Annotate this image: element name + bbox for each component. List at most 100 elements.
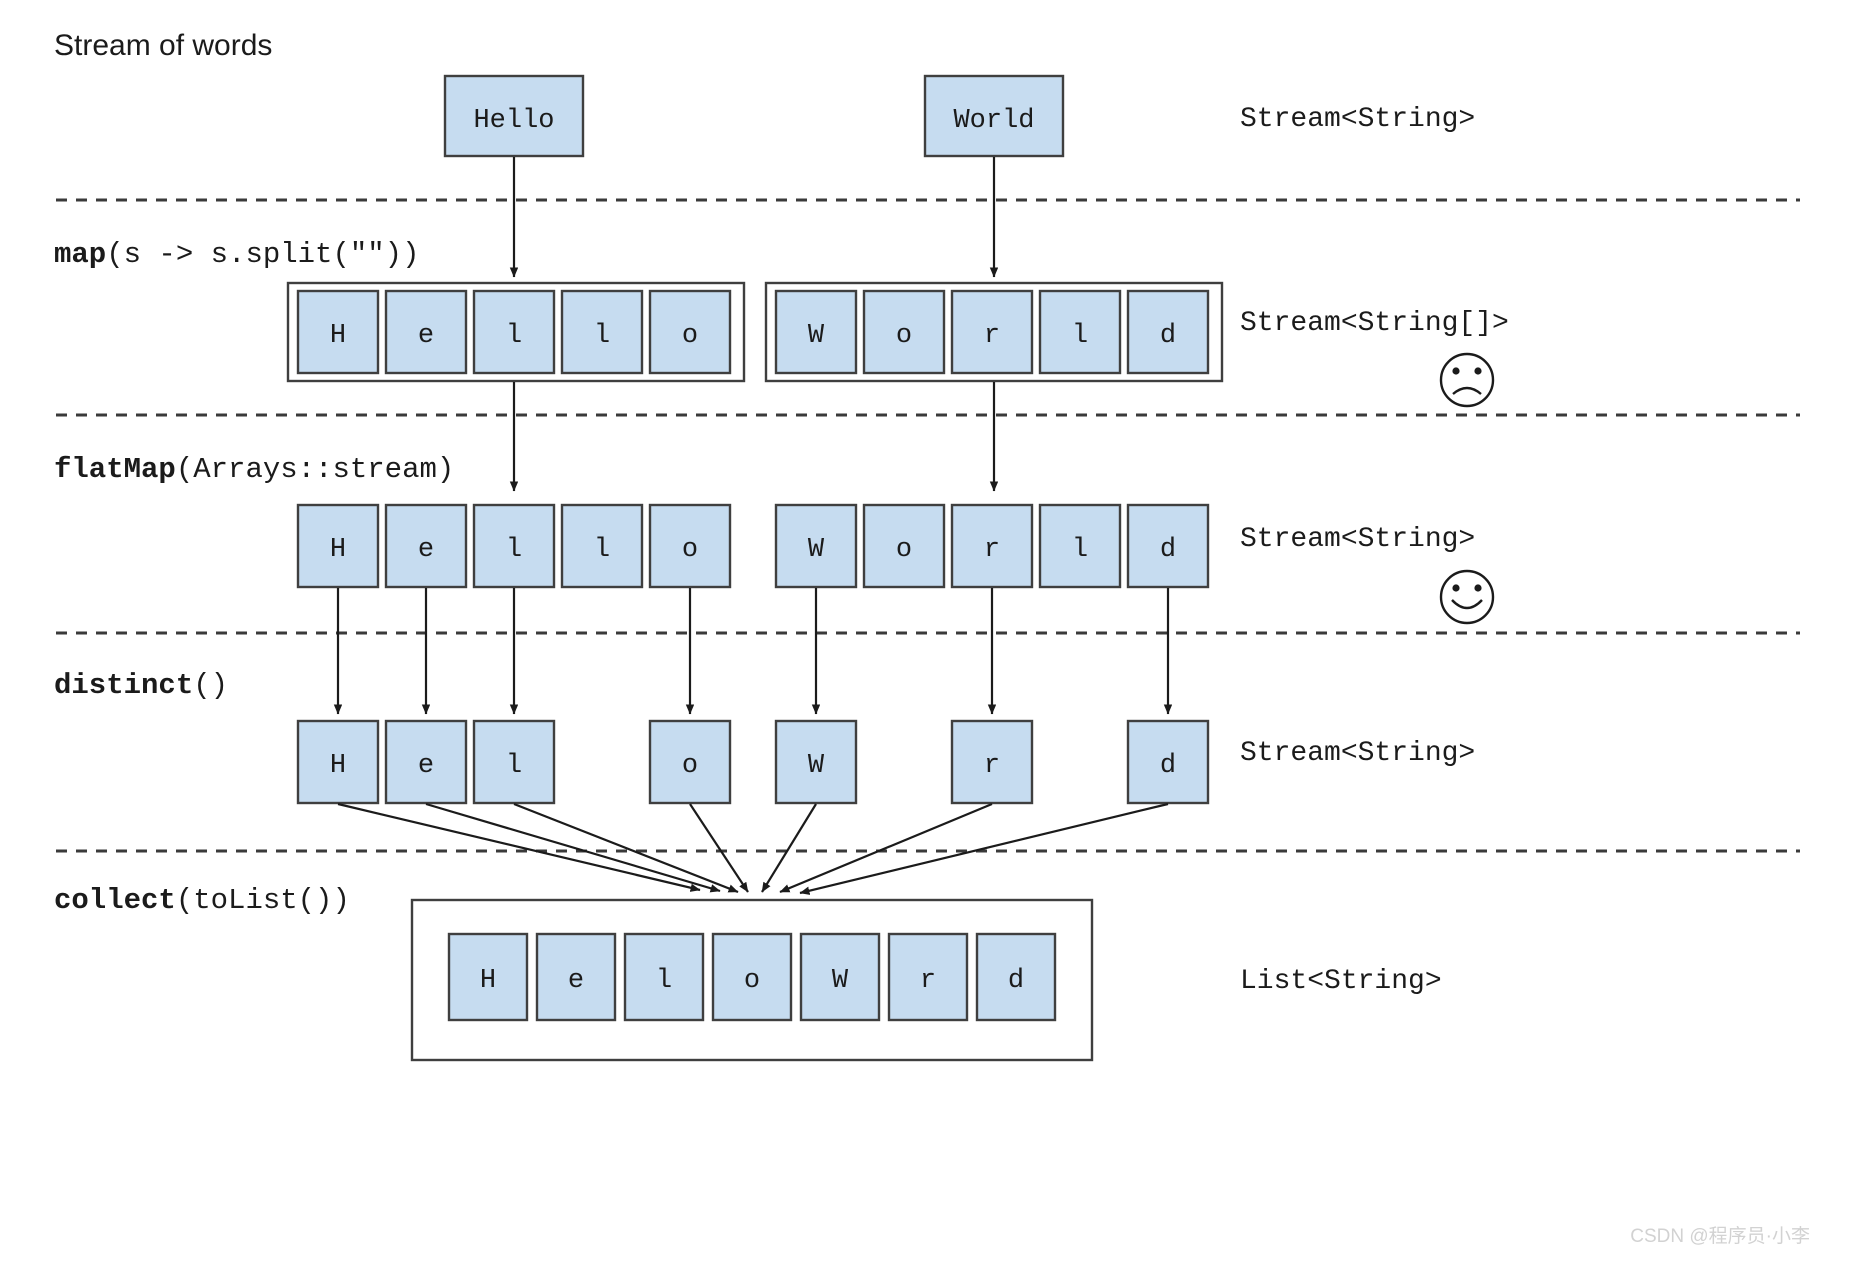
smiley-face-icon (1439, 569, 1495, 625)
cell-box (623, 932, 705, 1022)
cell-label: l (506, 535, 522, 565)
cell-label: d (1160, 751, 1176, 781)
cell-box (887, 932, 969, 1022)
cell-box (535, 932, 617, 1022)
collect-converging-arrows (337, 802, 1169, 895)
type-label-distinct: Stream<String> (1240, 738, 1475, 769)
type-label-source: Stream<String> (1240, 104, 1475, 135)
cell-box (1038, 289, 1122, 375)
cell-label: e (568, 966, 584, 996)
cell-label: e (418, 321, 434, 351)
flatmap-row: H e l l o W o r l d Stream<String> (296, 503, 1495, 625)
cell-box (472, 719, 556, 805)
cell-box (711, 932, 793, 1022)
cell-label: d (1160, 535, 1176, 565)
cell-box (648, 503, 732, 589)
cell-box (1126, 503, 1210, 589)
cell-box (648, 719, 732, 805)
operation-name-flatmap: flatMap (54, 453, 176, 486)
cell-label: e (418, 751, 434, 781)
cell-box (774, 503, 858, 589)
cell-label: d (1160, 321, 1176, 351)
cell-label: W (808, 321, 825, 351)
collect-arrow-H (337, 802, 701, 892)
cell-label: H (330, 535, 346, 565)
cell-label: r (920, 966, 936, 996)
cell-label: o (682, 535, 698, 565)
cell-box (774, 289, 858, 375)
cell-label: e (418, 535, 434, 565)
collect-row: H e l o W r d List<String> (410, 898, 1442, 1062)
cell-label: H (330, 321, 346, 351)
operation-name-collect: collect (54, 884, 176, 917)
cell-label: l (1072, 535, 1088, 565)
type-label-map: Stream<String[]> (1240, 308, 1509, 339)
cell-box (384, 503, 468, 589)
cell-box (296, 719, 380, 805)
type-label-collect: List<String> (1240, 966, 1442, 997)
collect-arrow-o (689, 803, 749, 893)
cell-label: H (330, 751, 346, 781)
cell-label: o (682, 321, 698, 351)
cell-label: W (808, 751, 825, 781)
cell-label: l (656, 966, 672, 996)
cell-label: W (808, 535, 825, 565)
cell-box (774, 719, 858, 805)
operation-label-collect: collect(toList()) (54, 884, 350, 917)
cell-box (384, 719, 468, 805)
operation-args-map: (s -> s.split("")) (106, 238, 419, 271)
cell-box (1126, 289, 1210, 375)
cell-box (950, 503, 1034, 589)
collect-arrow-d (799, 802, 1169, 895)
distinct-row: H e l o W r d Stream<String> (296, 719, 1475, 805)
cell-label: l (594, 321, 610, 351)
cell-box (1038, 503, 1122, 589)
cell-box (799, 932, 881, 1022)
cell-label: o (744, 966, 760, 996)
cell-box (950, 289, 1034, 375)
cell-label: W (832, 966, 849, 996)
cell-box (950, 719, 1034, 805)
source-row: Hello World Stream<String> (443, 74, 1475, 158)
word-box-world (923, 74, 1065, 158)
cell-label: l (1072, 321, 1088, 351)
cell-label: H (480, 966, 496, 996)
cell-box (560, 503, 644, 589)
operation-label-flatmap: flatMap(Arrays::stream) (54, 453, 454, 486)
word-label-world: World (953, 106, 1034, 136)
sad-face-icon (1439, 352, 1495, 408)
collect-arrow-W (761, 803, 817, 893)
cell-box (975, 932, 1057, 1022)
cell-box (472, 503, 556, 589)
cell-box (862, 503, 946, 589)
cell-label: l (594, 535, 610, 565)
cell-label: r (984, 751, 1000, 781)
cell-label: l (506, 751, 522, 781)
page-title: Stream of words (54, 29, 272, 62)
cell-box (447, 932, 529, 1022)
cell-box (648, 289, 732, 375)
watermark: CSDN @程序员·小李 (1630, 1225, 1810, 1247)
map-row: H e l l o W o r l d Stream<String[]> (286, 281, 1509, 408)
cell-label: l (506, 321, 522, 351)
operation-label-distinct: distinct() (54, 669, 228, 702)
operation-args-collect: (toList()) (176, 884, 350, 917)
collect-arrow-r (779, 802, 993, 894)
type-label-flatmap: Stream<String> (1240, 524, 1475, 555)
operation-args-distinct: () (193, 669, 228, 702)
word-label-hello: Hello (473, 106, 554, 136)
cell-label: o (682, 751, 698, 781)
cell-label: r (984, 321, 1000, 351)
cell-box (296, 503, 380, 589)
operation-args-flatmap: (Arrays::stream) (176, 453, 454, 486)
collect-arrow-e (425, 802, 721, 893)
cell-box (560, 289, 644, 375)
cell-label: d (1008, 966, 1024, 996)
operation-name-map: map (54, 238, 106, 271)
cell-box (384, 289, 468, 375)
cell-box (862, 289, 946, 375)
collect-arrow-l (513, 802, 739, 894)
operation-label-map: map(s -> s.split("")) (54, 238, 419, 271)
